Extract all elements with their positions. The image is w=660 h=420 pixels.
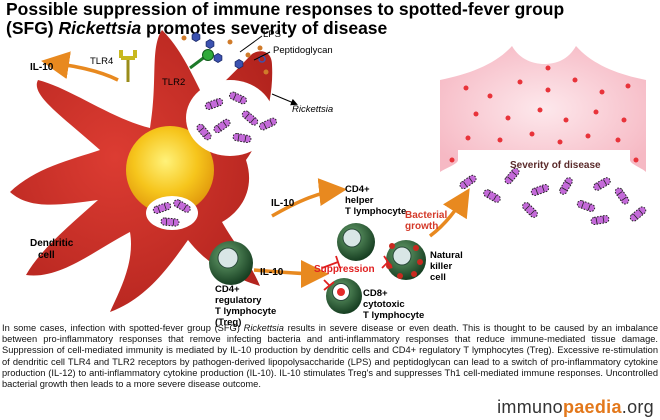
label-bacterial-1: Bacterial [405, 210, 447, 221]
label-cd8-2: cytotoxic [363, 299, 405, 310]
torso-shape [440, 46, 646, 172]
phagosome-upper [186, 80, 274, 156]
cd4-regulatory-t-cell [209, 241, 253, 285]
arrow-il10-to-suppression [253, 259, 329, 288]
label-treg-4: (Treg) [215, 317, 241, 328]
peptidoglycan-molecules [191, 32, 244, 69]
immunopaedia-logo: immunopaedia.org [497, 397, 654, 418]
cd8-cytotoxic-t-cell [326, 278, 362, 314]
label-severity: Severity of disease [510, 160, 601, 171]
suppression-lines [321, 255, 393, 291]
label-lps: LPS [263, 29, 281, 40]
pointer-lps [239, 35, 263, 53]
title-line-2-prefix: (SFG) [6, 18, 59, 38]
tlr4-receptor [119, 50, 137, 82]
pointer-peptidoglycan [253, 51, 271, 61]
label-il10-helper: IL-10 [271, 198, 295, 209]
figure-caption: In some cases, infection with spotted-fe… [2, 323, 658, 390]
label-tlr4: TLR4 [90, 56, 113, 67]
title-line-2: (SFG) Rickettsia promotes severity of di… [6, 19, 656, 38]
logo-suffix: .org [621, 397, 654, 417]
label-nk-1: Natural [430, 250, 463, 261]
caption-part-1: In some cases, infection with spotted-fe… [2, 323, 244, 333]
label-cd4-helper-1: CD4+ [345, 184, 370, 195]
natural-killer-cell [386, 240, 426, 280]
patient-torso [440, 46, 646, 172]
label-bacterial-2: growth [405, 221, 438, 232]
label-rickettsia: Rickettsia [292, 104, 333, 115]
label-tlr2: TLR2 [162, 77, 185, 88]
label-cd4-helper-2: helper [345, 195, 374, 206]
title-line-2-suffix: promotes severity of disease [141, 18, 388, 38]
label-treg-3: T lymphocyte [215, 306, 276, 317]
caption-part-2: results in severe disease or even death.… [2, 323, 658, 390]
label-dendritic-1: Dendritic [30, 238, 74, 249]
label-cd8-3: T lymphocyte [363, 310, 424, 321]
label-il10-top: IL-10 [30, 62, 54, 73]
figure-title: Possible suppression of immune responses… [6, 0, 656, 38]
label-peptidoglycan: Peptidoglycan [273, 45, 333, 56]
label-cd4-helper-3: T lymphocyte [345, 206, 406, 217]
cd4-helper-t-cell [337, 223, 375, 261]
label-suppression: Suppression [314, 264, 375, 275]
rickettsia-bacteria-growth [458, 166, 648, 226]
arrow-bacterial-growth [428, 188, 470, 238]
caption-rickettsia: Rickettsia [243, 323, 284, 333]
logo-prefix: immuno [497, 397, 563, 417]
title-rickettsia: Rickettsia [58, 18, 142, 38]
rash-spots [449, 65, 639, 163]
label-dendritic-2: cell [38, 250, 55, 261]
dendritic-cell-nucleus [126, 126, 214, 214]
arrow-il10-top [41, 51, 119, 82]
arrow-il10-to-helper [271, 178, 347, 218]
label-cd8-1: CD8+ [363, 288, 388, 299]
logo-highlight: paedia [562, 397, 622, 417]
title-line-1: Possible suppression of immune responses… [6, 0, 565, 19]
label-nk-3: cell [430, 272, 446, 283]
label-treg-2: regulatory [215, 295, 262, 306]
tlr2-receptor [189, 49, 214, 70]
label-treg-1: CD4+ [215, 284, 240, 295]
pointer-rickettsia [271, 93, 298, 106]
label-il10-treg: IL-10 [260, 267, 284, 278]
label-nk-2: killer [430, 261, 452, 272]
